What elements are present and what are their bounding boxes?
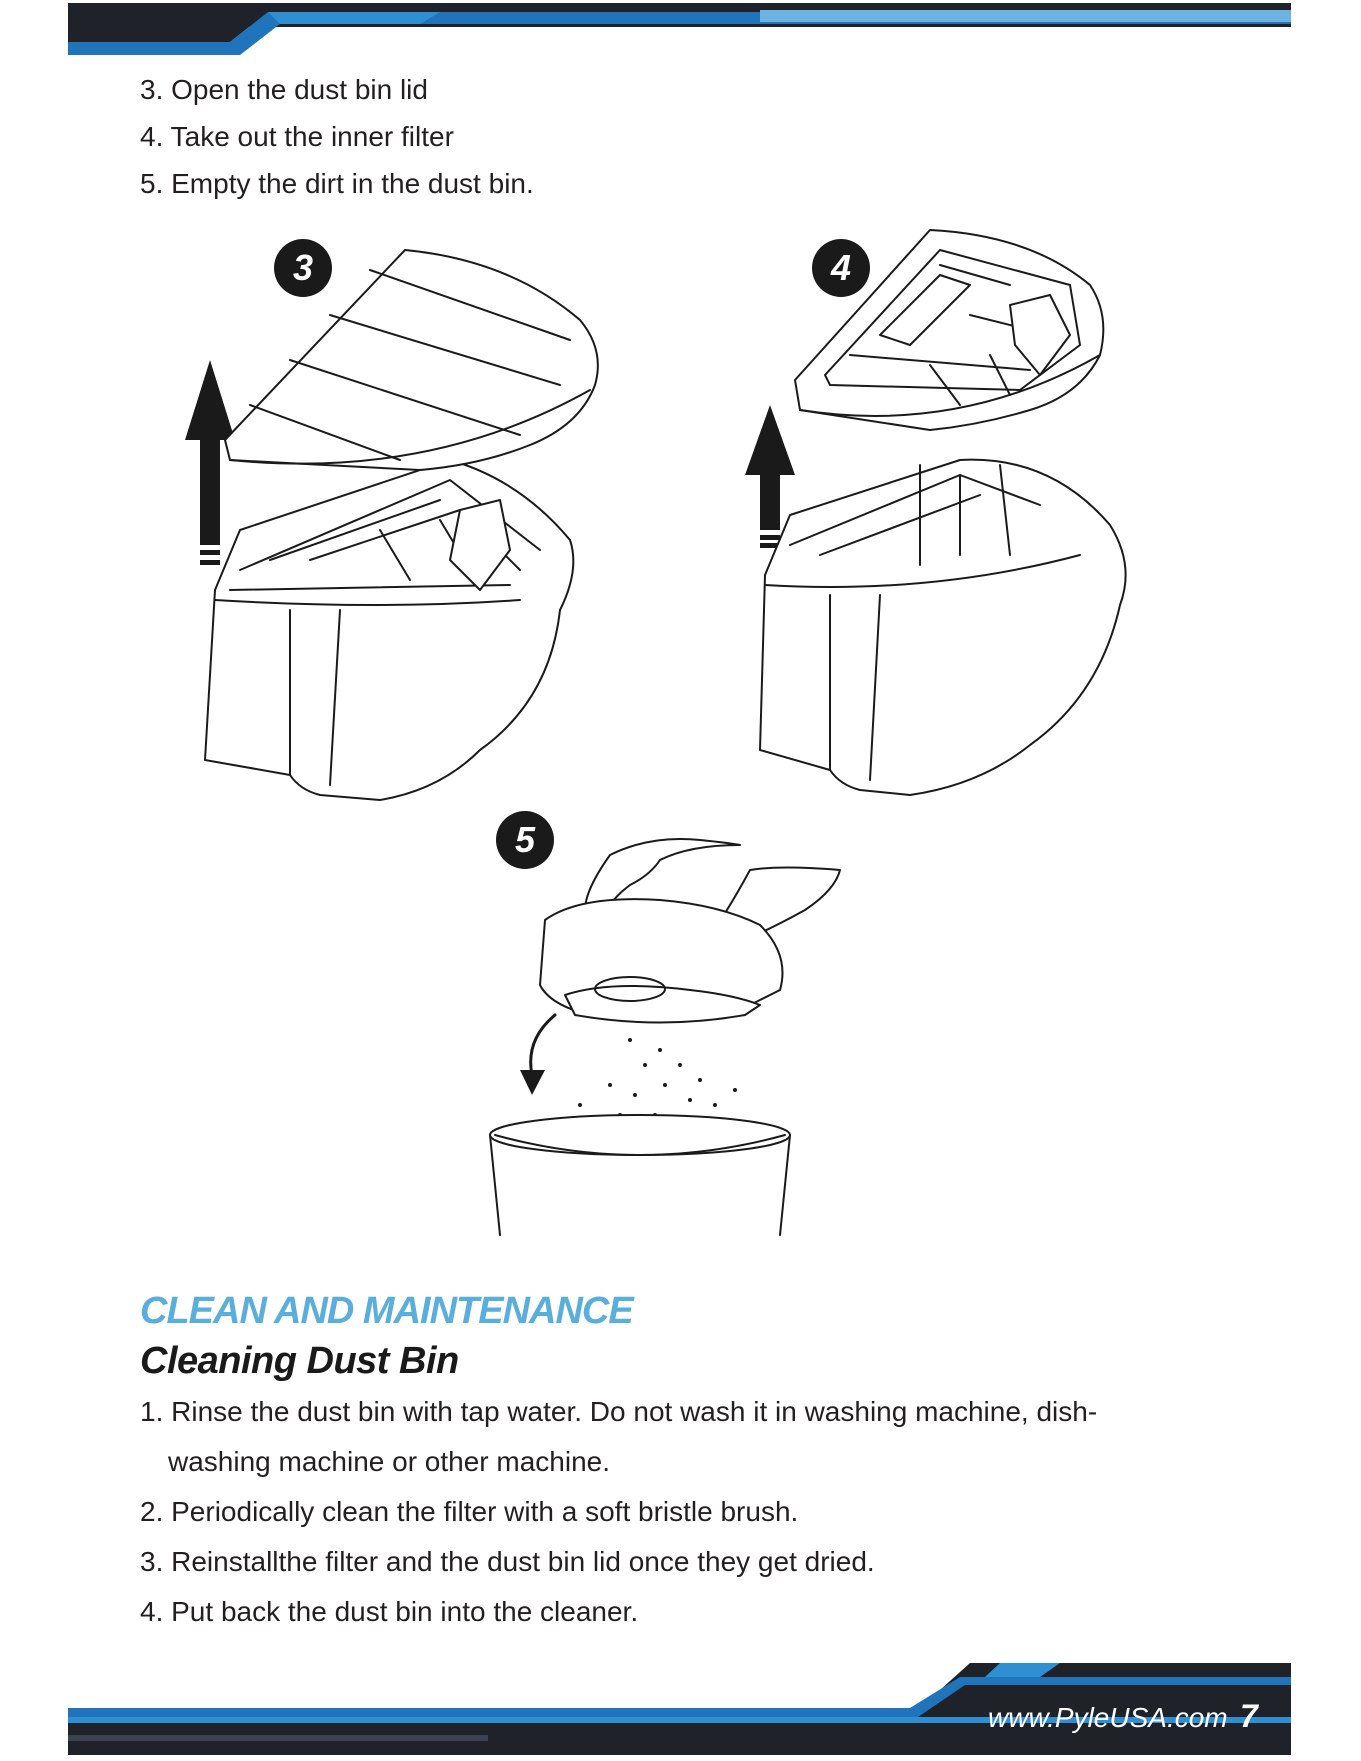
maintenance-line-1: 1. Rinse the dust bin with tap water. Do… bbox=[140, 1396, 1098, 1427]
step-5-text: 5. Empty the dirt in the dust bin. bbox=[140, 168, 534, 199]
maintenance-line-4: 4. Put back the dust bin into the cleane… bbox=[140, 1596, 639, 1627]
figure-4-illustration bbox=[745, 229, 1127, 796]
section-title: CLEAN AND MAINTENANCE bbox=[140, 1290, 634, 1332]
figure-4-badge: 4 bbox=[812, 239, 870, 297]
subsection-title: Cleaning Dust Bin bbox=[140, 1340, 459, 1382]
figure-3-badge: 3 bbox=[274, 239, 332, 297]
footer-website[interactable]: www.PyleUSA.com bbox=[988, 1702, 1228, 1733]
maintenance-line-3: 3. Reinstallthe filter and the dust bin … bbox=[140, 1546, 875, 1577]
maintenance-line-1-cont: washing machine or other machine. bbox=[168, 1446, 611, 1477]
figure-5-illustration bbox=[489, 838, 841, 1236]
step-3-text: 3. Open the dust bin lid bbox=[140, 74, 428, 105]
footer-bar bbox=[68, 1663, 1291, 1755]
figure-3-illustration bbox=[185, 249, 599, 801]
page-number: 7 bbox=[1240, 1698, 1258, 1734]
figure-5-badge: 5 bbox=[496, 811, 554, 869]
step-4-text: 4. Take out the inner filter bbox=[140, 121, 454, 152]
maintenance-line-2: 2. Periodically clean the filter with a … bbox=[140, 1496, 799, 1527]
header-bar bbox=[68, 3, 1291, 55]
